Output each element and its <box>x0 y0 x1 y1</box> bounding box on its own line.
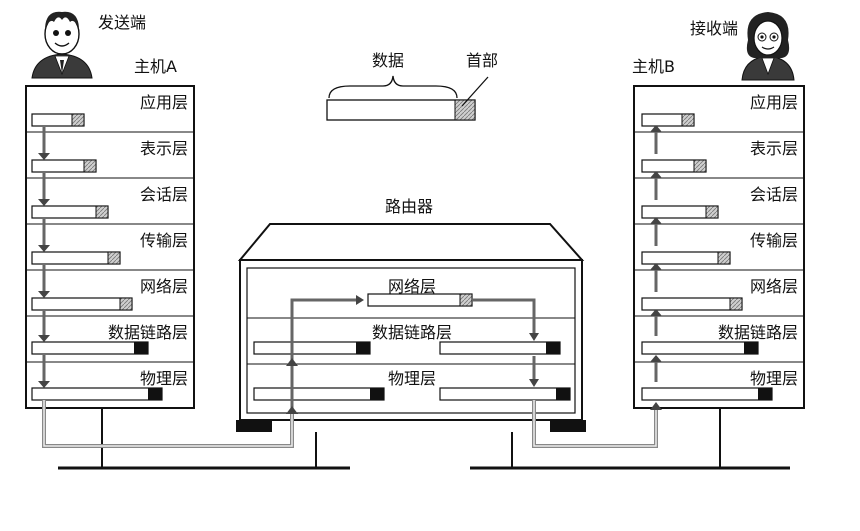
legend-packet <box>326 99 476 121</box>
legend-header-label: 首部 <box>466 51 498 70</box>
packet <box>439 387 571 401</box>
packet-header-solid <box>758 388 772 400</box>
header-pointer <box>461 76 489 107</box>
packet <box>641 341 759 355</box>
packet-header-solid <box>356 342 370 354</box>
packet <box>31 251 121 265</box>
legend-data-label: 数据 <box>372 51 404 70</box>
packet <box>31 297 133 311</box>
receiver-host-label: 主机B <box>632 57 675 76</box>
packet-header-solid <box>744 342 758 354</box>
router-layer-physical: 物理层 <box>388 369 436 388</box>
packet <box>253 341 371 355</box>
router-layer-network: 网络层 <box>388 277 436 296</box>
host-b-layer-application: 应用层 <box>750 93 798 112</box>
packet-header <box>705 205 719 219</box>
packet-header <box>71 113 85 127</box>
packet <box>641 387 773 401</box>
router: 路由器 网络层 数据链路层 物理层 <box>236 197 586 432</box>
packet <box>641 251 731 265</box>
host-a-layer-network: 网络层 <box>140 277 188 296</box>
packet-header <box>717 251 731 265</box>
man-avatar-icon <box>31 11 93 79</box>
data-brace <box>328 75 458 99</box>
host-a-stack: 应用层 表示层 会话层 传输层 网络层 数据链路层 物理层 <box>25 85 195 409</box>
receiver-caption: 接收端 <box>690 19 738 38</box>
legend-header-block <box>454 99 476 121</box>
packet-header <box>119 297 133 311</box>
packet-header-solid <box>134 342 148 354</box>
packet <box>439 341 561 355</box>
host-b-layer-physical: 物理层 <box>750 369 798 388</box>
packet-header <box>459 293 473 307</box>
host-a-layer-application: 应用层 <box>140 93 188 112</box>
host-a-layer-transport: 传输层 <box>140 231 188 250</box>
host-b-stack: 应用层 表示层 会话层 传输层 网络层 数据链路层 物理层 <box>633 85 805 409</box>
packet-header-solid <box>370 388 384 400</box>
packet-header <box>681 113 695 127</box>
host-b-layer-transport: 传输层 <box>750 231 798 250</box>
packet-header <box>107 251 121 265</box>
sender-caption: 发送端 <box>98 13 146 32</box>
woman-avatar-icon <box>741 12 795 81</box>
packet-header-solid <box>546 342 560 354</box>
router-title: 路由器 <box>385 197 433 216</box>
network-links <box>42 400 790 470</box>
router-layer-datalink: 数据链路层 <box>372 323 452 342</box>
host-a-layer-session: 会话层 <box>140 185 188 204</box>
packet <box>641 297 743 311</box>
legend: 数据 首部 <box>326 51 498 121</box>
packet-header-solid <box>556 388 570 400</box>
packet-header <box>729 297 743 311</box>
host-a-layer-physical: 物理层 <box>140 369 188 388</box>
host-a-layer-presentation: 表示层 <box>140 139 188 158</box>
packet <box>31 387 163 401</box>
host-a-layer-datalink: 数据链路层 <box>108 323 188 342</box>
host-b-layer-datalink: 数据链路层 <box>718 323 798 342</box>
host-b-layer-network: 网络层 <box>750 277 798 296</box>
packet-header-solid <box>148 388 162 400</box>
packet <box>253 387 385 401</box>
packet-header <box>83 159 97 173</box>
host-b-layer-presentation: 表示层 <box>750 139 798 158</box>
packet-header <box>693 159 707 173</box>
packet <box>31 341 149 355</box>
packet-header <box>95 205 109 219</box>
packet <box>367 293 473 307</box>
host-b-layer-session: 会话层 <box>750 185 798 204</box>
sender-host-label: 主机A <box>134 57 177 76</box>
